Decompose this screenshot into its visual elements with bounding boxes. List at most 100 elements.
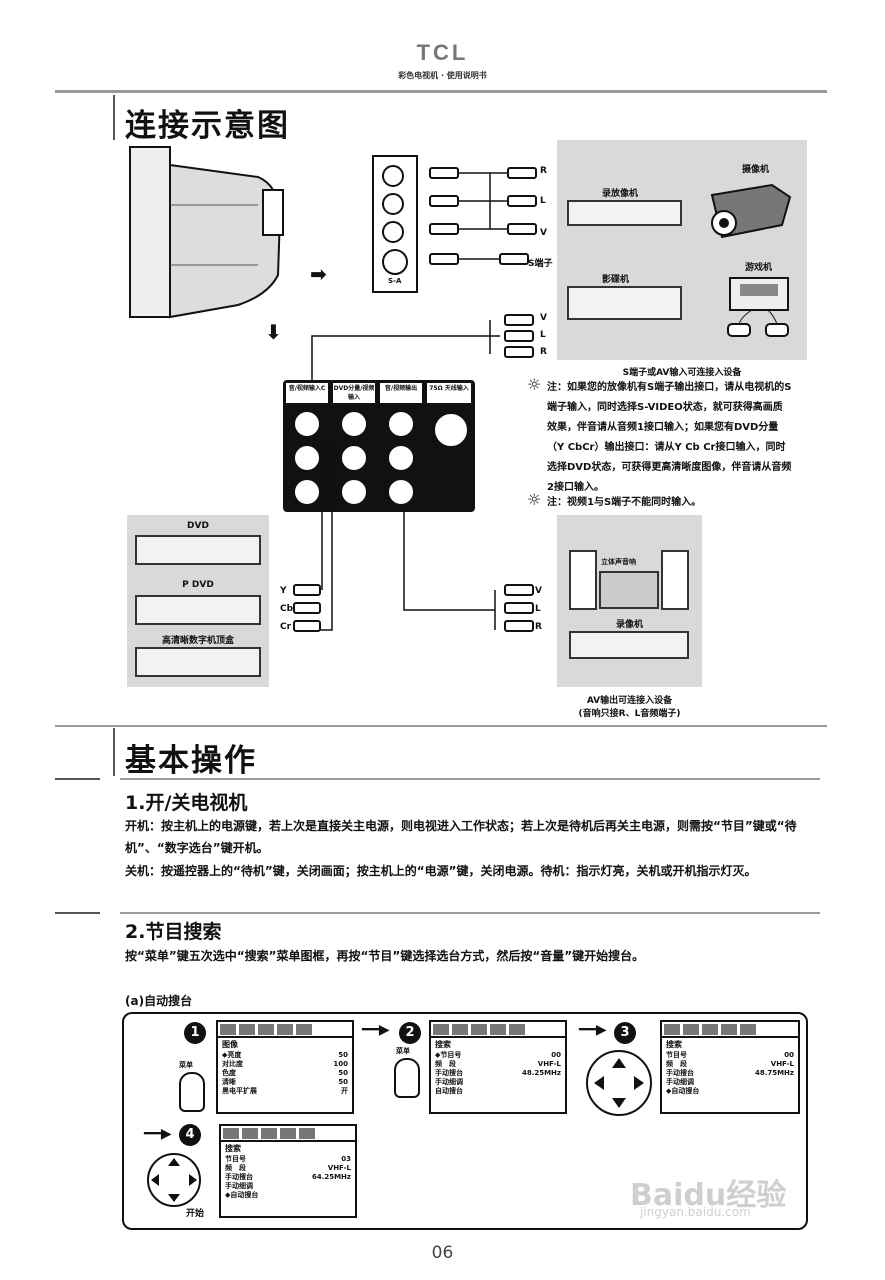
game-console-icon	[727, 277, 789, 337]
out-label-l: L	[535, 604, 541, 614]
divider	[55, 912, 100, 914]
note-sun-icon: ☼	[527, 375, 542, 394]
remote-dpad-icon	[586, 1050, 652, 1116]
av-output-cables	[403, 507, 534, 632]
rear-jack[interactable]	[293, 410, 321, 438]
menu-title: 搜索	[435, 1040, 451, 1049]
rear-col-label-2: DVD分量/视频输入	[333, 383, 375, 403]
camcorder-icon	[710, 183, 792, 239]
rear-jack[interactable]	[293, 444, 321, 472]
rear-jack[interactable]	[387, 478, 415, 506]
rear-label-l: L	[540, 330, 546, 340]
step-arrow-icon: ━━▶	[144, 1126, 172, 1142]
device-label-vcr: 录放像机	[602, 189, 639, 199]
step-number: 2	[399, 1022, 421, 1044]
label-l: L	[540, 196, 546, 206]
watermark-logo: Baidu经验	[630, 1178, 787, 1213]
section-bar	[113, 95, 115, 140]
rear-label-r: R	[540, 347, 547, 357]
watermark-url: jingyan.baidu.com	[640, 1205, 751, 1219]
jack-r[interactable]	[382, 165, 404, 187]
disc-player-device	[567, 286, 682, 320]
jack-svideo[interactable]	[382, 249, 408, 275]
remote-dpad-icon	[147, 1153, 201, 1207]
out-label-v: V	[535, 586, 542, 596]
rear-jack[interactable]	[340, 410, 368, 438]
rear-jack[interactable]	[340, 444, 368, 472]
divider	[120, 778, 820, 780]
recorder-device	[569, 631, 689, 659]
step-arrow-icon: ━━▶	[579, 1022, 607, 1038]
speaker-left	[569, 550, 597, 610]
av-input-caption: S端子或AV输入可连接入设备	[622, 368, 742, 378]
device-label-recorder: 录像机	[615, 620, 643, 630]
hand-menu-label: 菜单	[179, 1061, 193, 1069]
label-cr: Cr	[280, 622, 292, 632]
hand-menu-label: 菜单	[396, 1047, 410, 1055]
rear-jack-panel: 音/视频输入C DVD分量/视频输入 音/视频输出 75Ω 天线输入	[283, 380, 475, 512]
device-label-stb: 高清晰数字机顶盒	[161, 636, 234, 646]
dvd-device	[135, 535, 261, 565]
right-arrow-icon: ➡	[310, 262, 327, 286]
av-input-devices-box: 录放像机 摄像机 影碟机 游戏机	[557, 140, 807, 360]
heading-power: 1.开/关电视机	[125, 792, 248, 814]
rear-jack[interactable]	[293, 478, 321, 506]
label-s-terminal: S端子	[528, 259, 553, 269]
label-r: R	[540, 166, 547, 176]
section-title-connection: 连接示意图	[125, 108, 290, 144]
step-arrow-icon: ━━▶	[362, 1022, 390, 1038]
out-label-r: R	[535, 622, 542, 632]
tv-side-illustration	[129, 146, 284, 319]
rear-input-cables	[311, 314, 534, 390]
stb-device	[135, 647, 261, 677]
para-power-off: 关机：按遥控器上的“待机”键，关闭画面；按主机上的“电源”键，关闭电源。待机：指…	[125, 864, 757, 878]
device-label-game: 游戏机	[745, 263, 773, 273]
step-number: 4	[179, 1124, 201, 1146]
device-label-pdvd: P DVD	[182, 580, 214, 590]
rear-jack[interactable]	[340, 478, 368, 506]
brand-logo: TCL	[416, 40, 469, 65]
jack-l[interactable]	[382, 193, 404, 215]
rear-col-label-3: 音/视频输出	[380, 383, 422, 403]
rear-jack[interactable]	[387, 444, 415, 472]
dvd-devices-box: DVD P DVD 高清晰数字机顶盒	[127, 515, 269, 687]
divider	[55, 778, 100, 780]
av-output-devices-box: 立体声音响 录像机	[557, 515, 702, 687]
rear-col-label-4: 75Ω 天线输入	[427, 383, 471, 403]
section-rule	[55, 725, 827, 727]
divider	[120, 912, 820, 914]
vcr-device	[567, 200, 682, 226]
pointing-hand-icon	[179, 1072, 205, 1112]
step-number: 3	[614, 1022, 636, 1044]
down-arrow-icon: ⬇	[265, 320, 282, 344]
rear-label: S-A	[388, 277, 402, 285]
label-v: V	[540, 228, 547, 238]
jack-v[interactable]	[382, 221, 404, 243]
side-cables	[429, 167, 537, 265]
note-1: 注：如果您的放像机有S端子输出接口，请从电视机的S端子输入，同时选择S-VIDE…	[547, 382, 792, 493]
label-y: Y	[280, 586, 287, 596]
device-label-disc-player: 影碟机	[602, 275, 630, 285]
antenna-jack[interactable]	[433, 412, 469, 448]
av-output-caption-2: (音响只接R、L音频端子)	[578, 709, 681, 719]
rear-jack[interactable]	[387, 410, 415, 438]
menu-title: 搜索	[666, 1040, 682, 1049]
device-label-stereo: 立体声音响	[601, 558, 636, 566]
note-2: 注：视频1与S端子不能同时输入。	[547, 497, 702, 508]
section-bar	[113, 728, 115, 776]
menu-title: 搜索	[225, 1144, 241, 1153]
rear-label-v: V	[540, 313, 547, 323]
device-label-camcorder: 摄像机	[742, 165, 770, 175]
para-power-on: 开机：按主机上的电源键，若上次是直接关主电源，则电视进入工作状态；若上次是待机后…	[125, 819, 797, 855]
side-jack-panel: S-A	[372, 155, 418, 293]
rear-col-label-1: 音/视频输入C	[286, 383, 328, 403]
page-number: 06	[431, 1243, 454, 1263]
header-rule	[55, 90, 827, 93]
component-cables	[293, 442, 333, 632]
sub-auto-search: (a)自动搜台	[125, 994, 193, 1008]
pdvd-device	[135, 595, 261, 625]
